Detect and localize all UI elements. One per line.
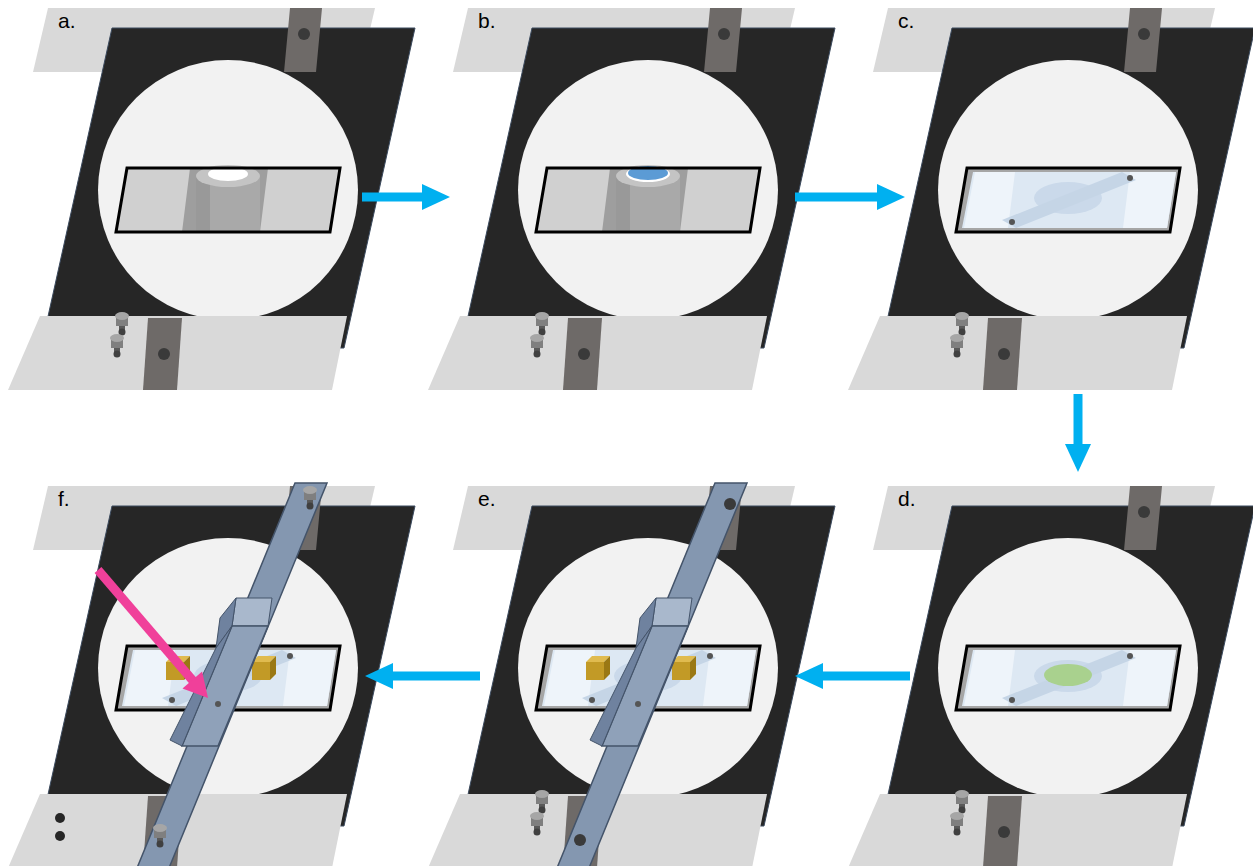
pedestal	[116, 165, 340, 232]
step-panel: b.	[450, 0, 795, 394]
step-letter: b.	[478, 9, 496, 33]
step-panel: f.	[30, 472, 365, 866]
panel-art	[8, 483, 415, 866]
screws	[530, 790, 549, 836]
chip-slide	[956, 646, 1180, 710]
clamp-bar	[557, 483, 747, 866]
bar-holes	[574, 498, 736, 846]
sample-window	[536, 168, 760, 232]
sample-window	[956, 646, 1180, 710]
stage-base	[8, 8, 415, 390]
flow-arrow	[795, 193, 891, 202]
screws	[950, 790, 969, 836]
panel-art	[8, 8, 415, 390]
step-letter: c.	[898, 9, 914, 33]
step-letter: a.	[58, 9, 76, 33]
sample-window	[956, 168, 1180, 232]
screws	[110, 312, 129, 358]
step-panel: d.	[910, 472, 1246, 866]
panel-art	[428, 483, 835, 866]
screws	[950, 312, 969, 358]
stage-base	[848, 486, 1253, 866]
panel-art	[848, 8, 1253, 390]
step-letter: d.	[898, 487, 916, 511]
step-panel: e.	[480, 472, 795, 866]
pedestal	[536, 165, 760, 232]
clamp-bar	[137, 483, 327, 866]
bar-screws	[55, 486, 317, 848]
step-panel: a.	[30, 0, 362, 394]
stage-base	[428, 8, 835, 390]
step-letter: f.	[58, 487, 70, 511]
step-letter: e.	[478, 487, 496, 511]
panel-art	[848, 486, 1253, 866]
flow-arrow	[362, 193, 436, 202]
sample-window	[116, 168, 340, 232]
green-droplet	[1044, 664, 1092, 686]
pointer-arrow	[98, 570, 194, 682]
flow-arrow	[379, 672, 480, 681]
step-panel: c.	[905, 0, 1251, 394]
pointer-arrowhead	[183, 671, 209, 698]
stage-base	[848, 8, 1253, 390]
chip-slide	[956, 168, 1180, 232]
screws	[530, 312, 549, 358]
panel-art	[428, 8, 835, 390]
flow-arrow	[1074, 394, 1083, 458]
flow-arrow	[809, 672, 910, 681]
